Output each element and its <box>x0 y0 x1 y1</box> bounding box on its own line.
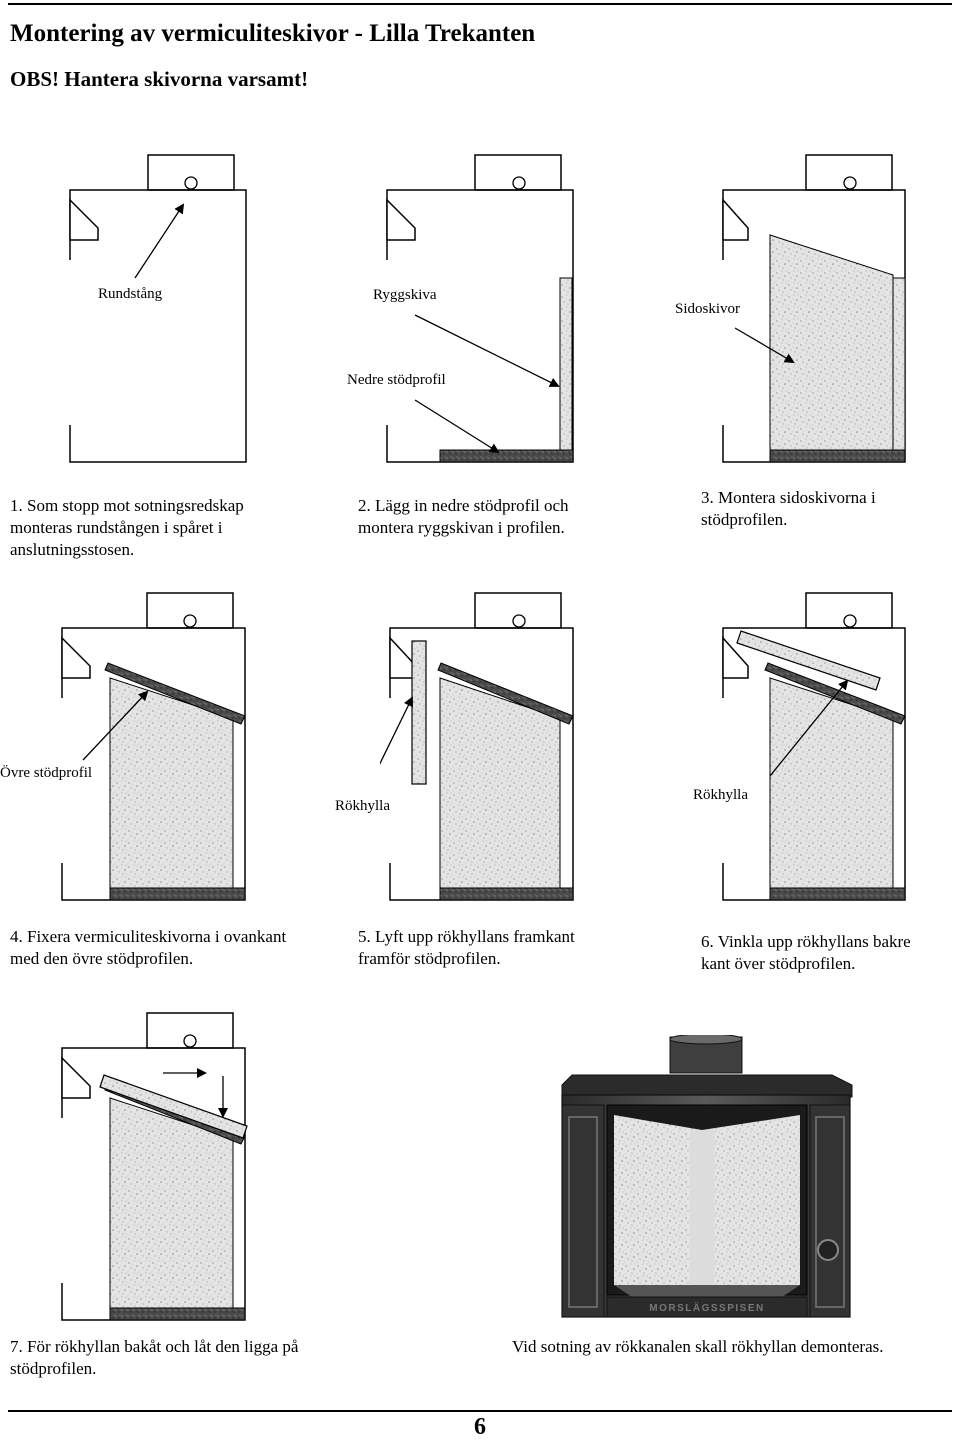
figure-step-5 <box>380 592 574 901</box>
stove-base-plate <box>606 1296 808 1318</box>
firebox-floor <box>614 1285 800 1297</box>
arrow-rod <box>134 203 185 279</box>
back-panel <box>892 277 906 451</box>
lower-support-profile <box>439 449 574 463</box>
rod-icon <box>512 614 526 628</box>
figure-step-4 <box>61 592 246 901</box>
rod-icon <box>183 1034 197 1048</box>
stove-outline <box>389 592 574 901</box>
upper-support-profile <box>104 662 246 725</box>
firebox-left-panel <box>614 1115 702 1285</box>
smoke-shelf <box>99 1074 248 1139</box>
figure-step-7 <box>61 1012 248 1321</box>
caption-step-6: 6. Vinkla upp rökhyllans bakre kant över… <box>701 932 911 973</box>
arrow-lower-profile <box>414 399 500 454</box>
stove-caption: Vid sotning av rökkanalen skall rökhylla… <box>512 1337 884 1356</box>
side-panel <box>769 234 894 451</box>
caption-step-4: 4. Fixera vermiculiteskivorna i ovankant… <box>10 927 287 968</box>
back-panel <box>559 277 573 451</box>
arrow-smoke-shelf <box>380 696 413 765</box>
smoke-shelf <box>736 630 881 691</box>
caption-step-1: 1. Som stopp mot sotningsredskap montera… <box>10 496 244 559</box>
stove-outline <box>61 1012 246 1321</box>
arrow-smoke-shelf <box>769 679 849 777</box>
figure-step-6 <box>722 592 906 901</box>
stove-top <box>561 1074 853 1098</box>
lower-support-profile <box>769 887 906 901</box>
lower-support-profile <box>769 449 906 463</box>
stove-photo: MORSLÄGSSPISEN <box>561 1035 853 1318</box>
label-ovre-stodprofil: Övre stödprofil <box>0 765 93 781</box>
figure-step-1 <box>69 154 247 463</box>
warning-text: OBS! Hantera skivorna varsamt! <box>10 67 309 91</box>
door-handle-icon <box>817 1239 839 1261</box>
lower-support-profile <box>109 887 246 901</box>
upper-support-profile <box>764 662 906 725</box>
label-rokhylla-5: Rökhylla <box>335 798 390 814</box>
figure-step-3 <box>722 154 906 463</box>
firebox-right-panel <box>702 1115 800 1285</box>
page-number: 6 <box>474 1414 486 1440</box>
rod-icon <box>843 614 857 628</box>
label-rokhylla-6: Rökhylla <box>693 787 748 803</box>
arrow-side-panel <box>734 327 795 364</box>
rod-icon <box>512 176 526 190</box>
bottom-rule <box>8 1410 952 1412</box>
caption-step-5: 5. Lyft upp rökhyllans framkant framför … <box>358 927 575 968</box>
label-ryggskiva: Ryggskiva <box>373 287 437 303</box>
label-sidoskivor: Sidoskivor <box>675 301 741 317</box>
rod-icon <box>184 176 198 190</box>
arrow-back-panel <box>414 314 560 387</box>
smoke-shelf <box>411 640 427 785</box>
caption-step-7: 7. För rökhyllan bakåt och låt den ligga… <box>10 1337 299 1378</box>
firebox-back-panel <box>690 1130 714 1285</box>
caption-step-3: 3. Montera sidoskivorna i stödprofilen. <box>701 488 876 529</box>
label-nedre-stodprofil: Nedre stödprofil <box>347 372 446 388</box>
arrow-upper-profile <box>82 690 149 761</box>
stove-outline <box>722 592 906 901</box>
label-rundstang: Rundstång <box>98 286 163 302</box>
stove-brand-text: MORSLÄGSSPISEN <box>649 1301 764 1314</box>
caption-step-2: 2. Lägg in nedre stödprofil och montera … <box>358 496 569 537</box>
lower-support-profile <box>439 887 574 901</box>
rod-icon <box>843 176 857 190</box>
page-title: Montering av vermiculiteskivor - Lilla T… <box>10 20 536 47</box>
stove-outline <box>69 154 247 463</box>
figure-step-2 <box>386 154 574 463</box>
lower-support-profile <box>109 1307 246 1321</box>
rod-icon <box>183 614 197 628</box>
stove-outline <box>386 154 574 463</box>
stove-outline <box>61 592 246 901</box>
top-rule <box>8 3 952 5</box>
upper-support-profile <box>437 662 574 725</box>
